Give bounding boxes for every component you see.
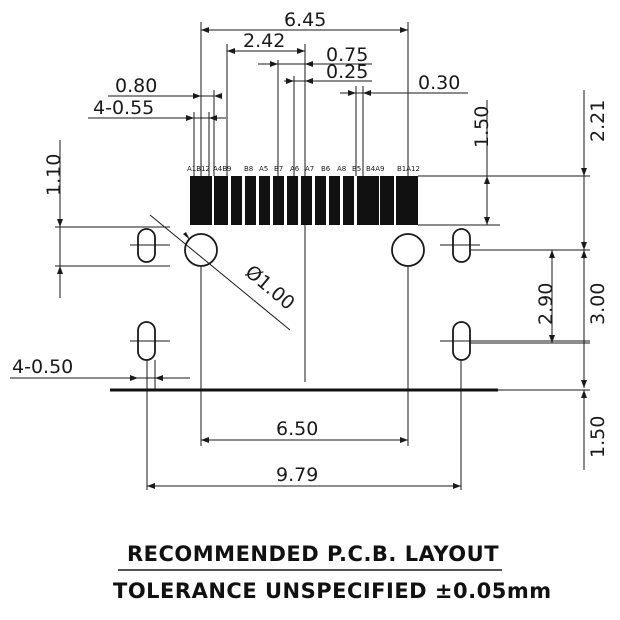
pin-label: A5	[259, 165, 268, 173]
dimension-edge-offset: 1.50	[498, 389, 609, 470]
dimension-hole-offset: 1.10	[43, 140, 170, 298]
pad	[190, 176, 212, 225]
dimension-pad-total: 2.21	[465, 90, 609, 251]
dimension-slot-total: 3.00	[581, 250, 609, 388]
dimension-label: 1.50	[587, 416, 609, 458]
dimension-label: 4-0.55	[93, 97, 154, 119]
pin-label: B5	[352, 165, 361, 173]
pad	[273, 176, 284, 225]
dimension-slot-spacing: 2.90	[465, 250, 590, 344]
dimension-hole-diameter: Ø1.00	[149, 214, 299, 331]
pin-label: B7	[274, 165, 283, 173]
dimension-label: 0.80	[115, 75, 157, 97]
dimension-label: 2.42	[243, 30, 285, 52]
pin-label: A7	[305, 165, 314, 173]
pin-label: B6	[321, 165, 331, 173]
dimension-label: 6.45	[284, 9, 326, 31]
pad	[368, 176, 379, 225]
pad	[315, 176, 326, 225]
pin-label: B4A9	[366, 165, 385, 173]
pad	[357, 176, 368, 225]
dimension-label: 6.50	[276, 418, 318, 440]
pin-label-row: A1B12 A4B9 B8 A5 B7 A6 A7 B6 A8 B5 B4A9 …	[187, 165, 420, 173]
pad-row	[190, 176, 418, 225]
dimension-label: 3.00	[587, 283, 609, 325]
drawing-title: RECOMMENDED P.C.B. LAYOUT	[127, 542, 499, 566]
pin-label: A1B12	[187, 165, 210, 173]
pad	[245, 176, 256, 225]
dimension-label: 2.90	[535, 283, 557, 325]
pad	[231, 176, 242, 225]
pin-label: B8	[244, 165, 253, 173]
pad	[380, 176, 394, 225]
dimension-offset-left: 0.80	[108, 75, 222, 176]
dimension-hole-span: 6.50	[201, 418, 408, 443]
hole-left	[184, 233, 218, 267]
pad	[396, 176, 418, 225]
pad	[301, 176, 312, 225]
dimension-label: 4-0.50	[12, 356, 73, 378]
dimension-overall-pitch: 6.45	[200, 9, 409, 176]
dimension-label: 1.50	[471, 106, 493, 148]
pad	[343, 176, 354, 225]
dimension-label: 2.21	[587, 100, 609, 142]
pad	[329, 176, 340, 225]
pin-label: A4B9	[213, 165, 232, 173]
dimension-label: 0.75	[326, 44, 368, 66]
dimension-label: 1.10	[43, 154, 65, 196]
pin-label: A8	[337, 165, 346, 173]
pad	[214, 176, 228, 225]
dimension-pitch-b: 0.25	[284, 61, 372, 176]
dimension-label: 0.30	[418, 72, 460, 94]
pad	[287, 176, 298, 225]
drawing-subtitle: TOLERANCE UNSPECIFIED ±0.05mm	[113, 579, 552, 603]
dimension-pitch-c: 0.30	[340, 72, 468, 176]
dimension-slot-width: 4-0.55	[88, 97, 226, 176]
hole-right	[391, 233, 425, 267]
dimension-label: 0.25	[326, 61, 368, 83]
dimension-slot-span: 9.79	[147, 464, 461, 489]
dimension-label: 9.79	[276, 464, 318, 486]
mounting-features	[137, 228, 471, 361]
dimension-label: Ø1.00	[241, 261, 299, 315]
dimension-bottom-slot: 4-0.50	[10, 356, 190, 381]
dimension-inner-span: 2.42	[226, 30, 306, 176]
dimension-pitch-a: 0.75	[258, 44, 372, 176]
pad	[259, 176, 270, 225]
pin-label: A6	[290, 165, 300, 173]
dimension-pad-height: 1.50	[471, 100, 493, 225]
